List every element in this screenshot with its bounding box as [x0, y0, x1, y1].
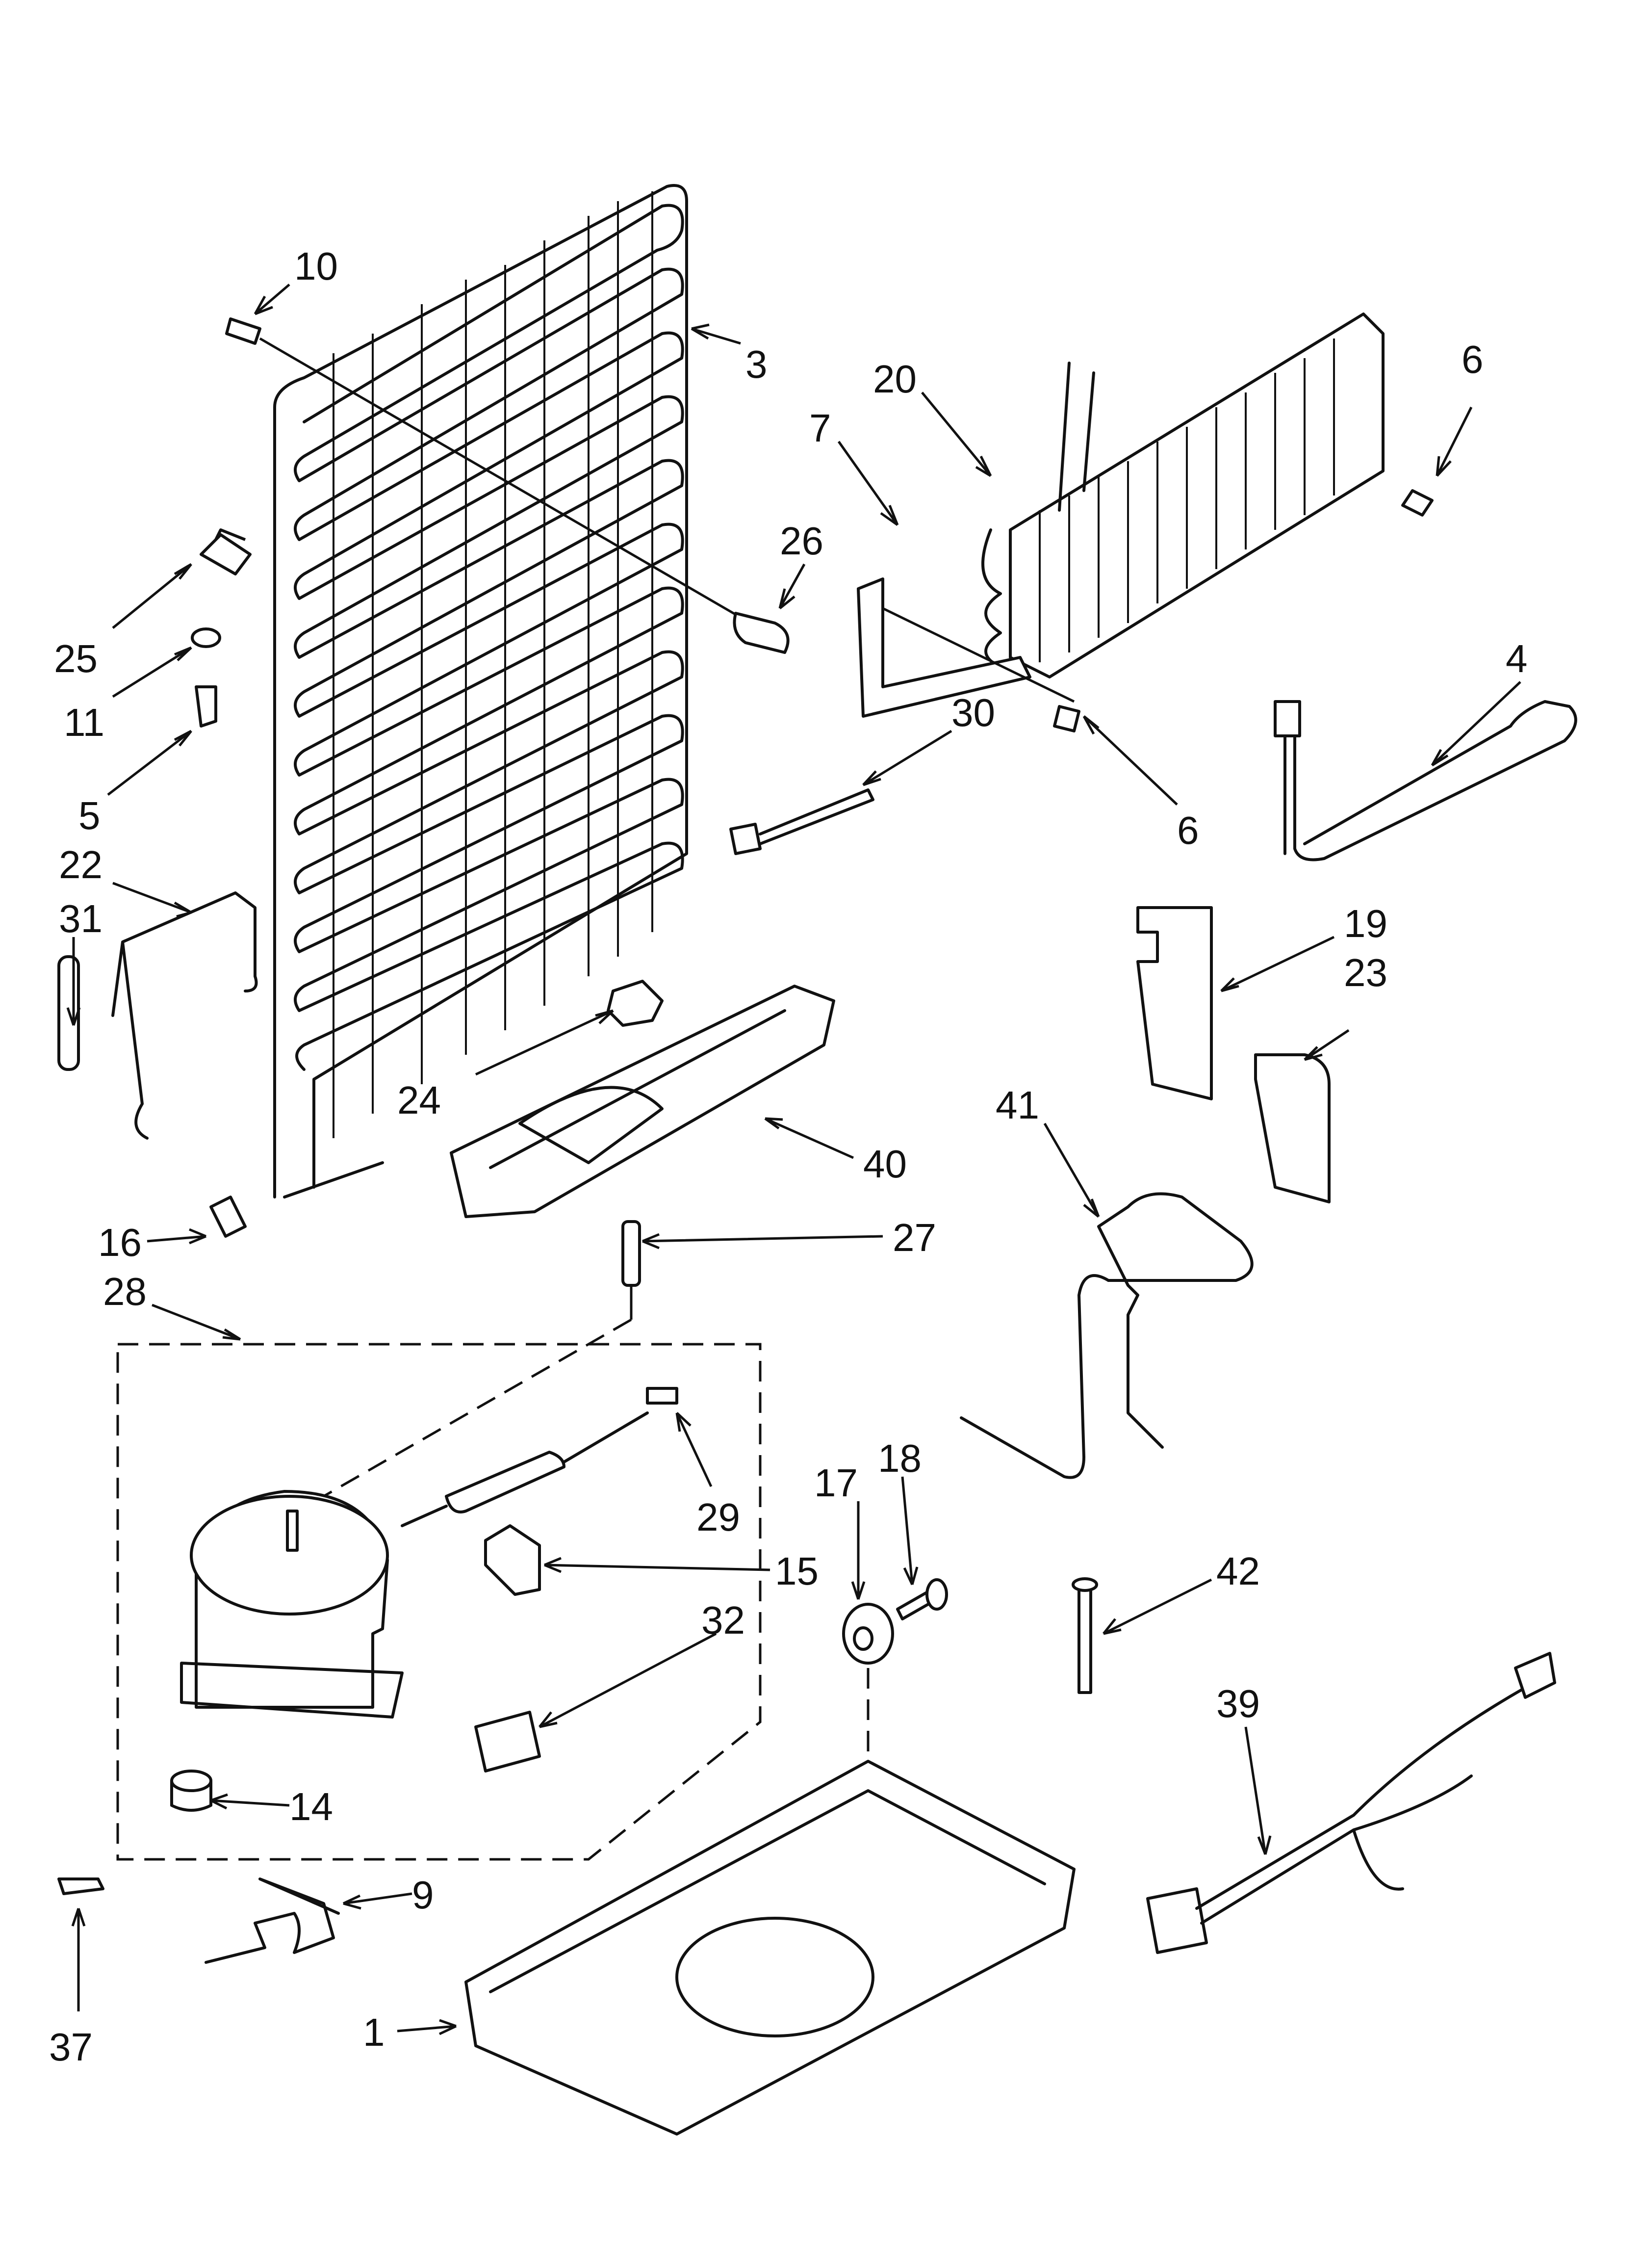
callout-27: 27	[893, 1216, 936, 1259]
callout-4: 4	[1506, 637, 1528, 680]
drain-tube-27	[621, 1220, 641, 1320]
roller-17	[842, 1603, 894, 1665]
callout-14: 14	[289, 1785, 333, 1828]
callout-labels: 10 3 6 20 7 26 25 11 5 30 6 4 22 31 19 2…	[49, 244, 1528, 2069]
foam-block-23	[1254, 1053, 1331, 1203]
callout-26: 26	[780, 519, 823, 563]
callout-30: 30	[951, 691, 995, 734]
callout-11: 11	[64, 701, 104, 744]
callout-25: 25	[54, 637, 98, 680]
callout-37: 37	[49, 2025, 93, 2069]
callout-9: 9	[412, 1873, 434, 1917]
drain-pan-40	[450, 980, 835, 1218]
heater-loop-4	[1274, 700, 1577, 861]
bolt-18	[896, 1578, 948, 1620]
callout-16: 16	[98, 1221, 142, 1264]
callout-23: 23	[1344, 951, 1387, 994]
callout-42: 42	[1216, 1549, 1260, 1593]
spring-clip-9	[205, 1877, 340, 1964]
clip-16	[209, 1196, 247, 1238]
callout-32: 32	[701, 1598, 745, 1642]
callout-31: 31	[59, 897, 103, 940]
callout-29: 29	[696, 1495, 740, 1539]
callout-1: 1	[363, 2010, 385, 2054]
callout-6-top: 6	[1462, 338, 1484, 381]
foam-block-19	[1136, 906, 1213, 1100]
clip-37	[57, 1877, 104, 1895]
plug-26	[733, 612, 790, 654]
callout-39: 39	[1216, 1682, 1260, 1725]
bracket-7	[857, 577, 1075, 718]
callout-22: 22	[59, 843, 103, 886]
tube-41	[960, 1192, 1254, 1479]
callout-3: 3	[745, 342, 768, 386]
compressor	[180, 1490, 404, 1719]
bracket-parts	[191, 528, 252, 728]
wiring-harness-39	[1146, 1652, 1556, 1954]
callout-24: 24	[397, 1078, 441, 1122]
callout-20: 20	[873, 357, 917, 401]
filter-drier-29	[401, 1387, 678, 1527]
callout-17: 17	[814, 1461, 858, 1505]
condenser-coil	[273, 184, 688, 1199]
cable-tie-30	[729, 788, 874, 855]
spacer-42	[1072, 1577, 1098, 1694]
callout-6-bottom: 6	[1177, 808, 1199, 852]
callout-40: 40	[863, 1142, 907, 1186]
callout-41: 41	[996, 1083, 1039, 1127]
screw-6-evap	[1401, 489, 1434, 517]
callout-15: 15	[775, 1549, 819, 1593]
screw-10	[225, 317, 751, 625]
callout-10: 10	[294, 244, 338, 288]
callout-18: 18	[878, 1436, 922, 1480]
callout-5: 5	[78, 794, 101, 837]
overload-32	[474, 1711, 541, 1773]
leader-arrows	[66, 284, 1521, 2035]
screw-6-bracket	[1053, 705, 1080, 732]
callout-28: 28	[103, 1270, 147, 1313]
evaporator-coil	[981, 313, 1385, 678]
base-pan-1	[464, 1760, 1076, 2136]
grommet-14	[170, 1770, 212, 1812]
callout-7: 7	[809, 406, 831, 450]
compressor-kit-28	[116, 1318, 762, 1861]
callout-19: 19	[1344, 902, 1387, 945]
relay-15	[484, 1524, 541, 1596]
